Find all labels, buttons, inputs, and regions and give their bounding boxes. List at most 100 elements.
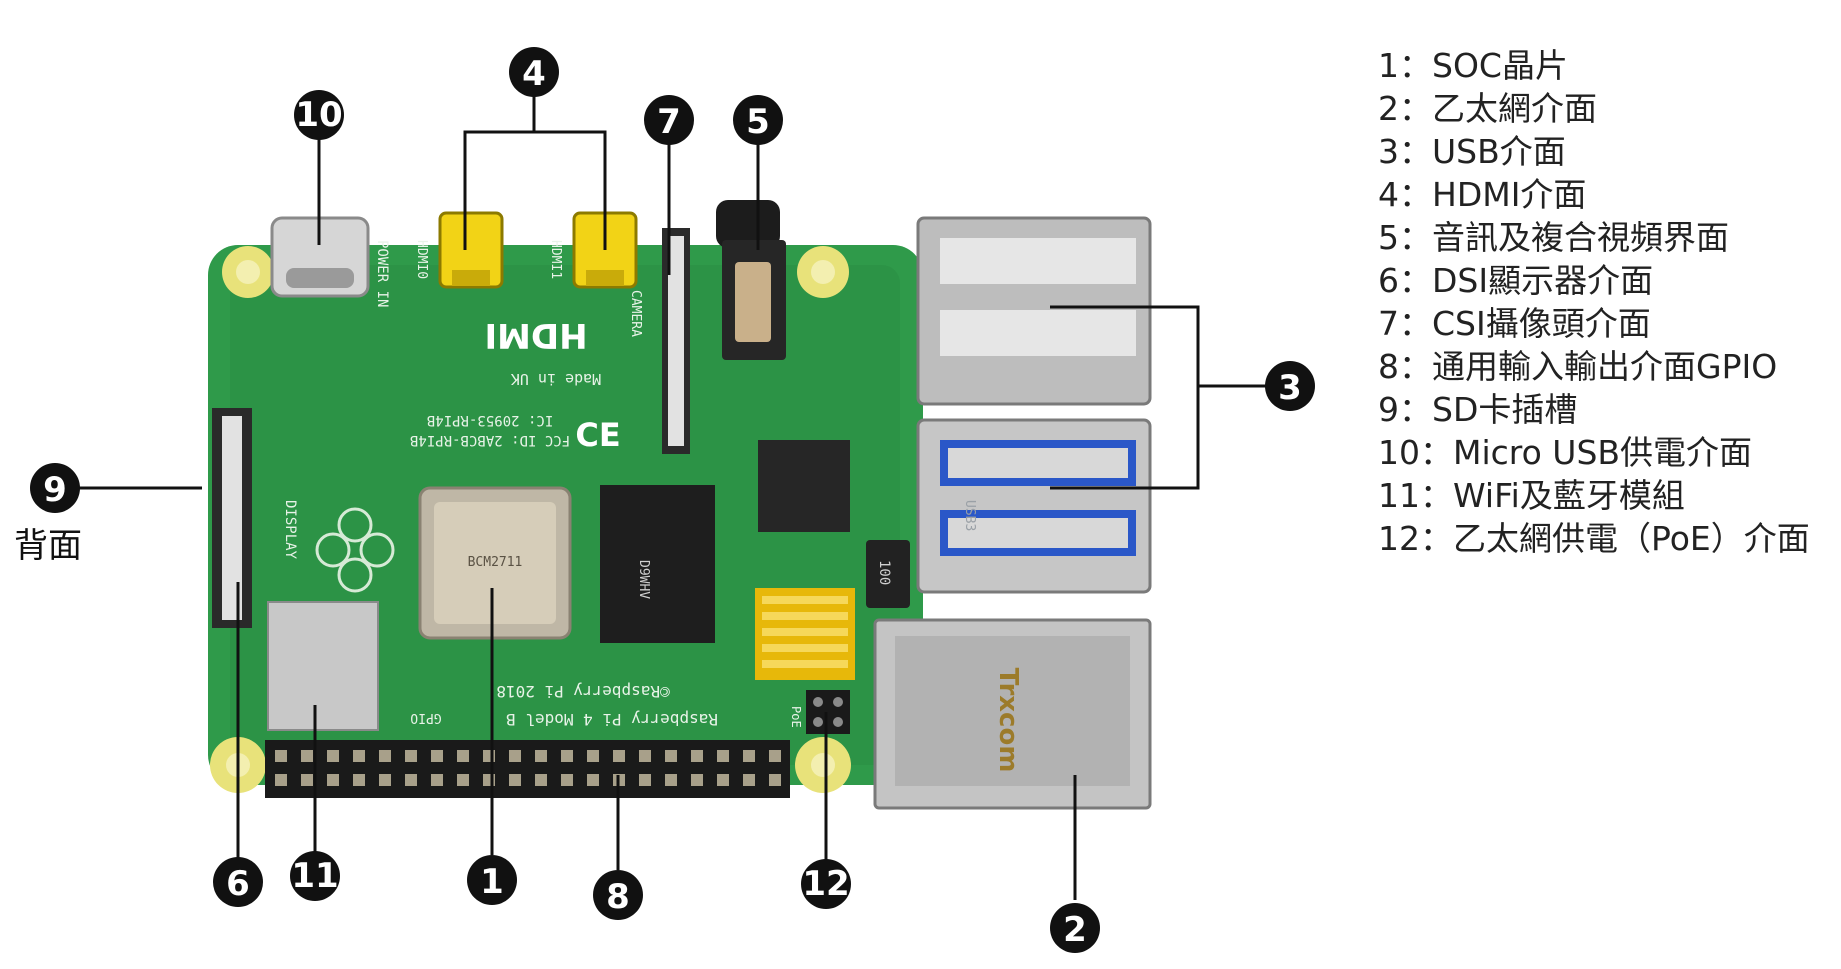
legend-number: 2 [1378,87,1399,130]
svg-text:11: 11 [291,856,338,896]
heatsink [755,588,855,680]
legend-separator: ： [1420,517,1453,560]
poe-header [806,690,850,734]
legend-number: 12 [1378,517,1420,560]
legend-text: Micro USB供電介面 [1453,431,1833,474]
legend-separator: ： [1399,345,1432,388]
legend-separator: ： [1399,130,1432,173]
hdmi1-marking: HDMI1 [548,240,563,279]
legend-separator: ： [1399,44,1432,87]
gpio-pin [665,750,677,762]
gpio-pin [561,774,573,786]
made-in-marking: Made in UK [511,370,601,388]
ram-chip [600,485,715,643]
callout-12: 12 [801,859,851,909]
svg-text:12: 12 [802,864,849,904]
legend-number: 3 [1378,130,1399,173]
gpio-pin [379,750,391,762]
gpio-pin [353,774,365,786]
legend-item: 12：乙太網供電（PoE）介面 [1378,517,1833,560]
legend-text: DSI顯示器介面 [1432,259,1833,302]
legend-separator: ： [1420,431,1453,474]
gpio-pin [405,750,417,762]
gpio-pin [665,774,677,786]
gpio-pin [691,774,703,786]
legend-number: 7 [1378,302,1399,345]
gpio-pin [457,774,469,786]
legend-text: SD卡插槽 [1432,388,1833,431]
gpio-pin [327,750,339,762]
micro-hdmi-port-0 [440,213,502,287]
legend-separator: ： [1399,87,1432,130]
svg-text:7: 7 [657,102,681,142]
legend-number: 11 [1378,474,1420,517]
copyright-marking: ©Raspberry Pi 2018 [496,682,669,701]
legend-separator: ： [1399,388,1432,431]
gpio-pin [587,774,599,786]
gpio-pin [301,774,313,786]
dsi-connector [212,408,252,628]
gpio-pin [769,750,781,762]
legend-text: WiFi及藍牙模組 [1453,474,1833,517]
gpio-pin [509,774,521,786]
svg-text:8: 8 [606,877,630,917]
legend-text: SOC晶片 [1432,44,1833,87]
poe-marking: PoE [789,706,803,728]
legend-item: 10：Micro USB供電介面 [1378,431,1833,474]
power-in-marking: POWER IN [374,240,390,307]
csi-camera-connector [662,228,690,454]
svg-text:2: 2 [1063,910,1087,950]
gpio-pin [431,774,443,786]
gpio-pin [561,750,573,762]
usb-controller-chip [758,440,850,532]
legend-number: 4 [1378,173,1399,216]
legend-number: 5 [1378,216,1399,259]
legend-separator: ： [1399,173,1432,216]
svg-text:5: 5 [746,102,770,142]
legend-item: 9：SD卡插槽 [1378,388,1833,431]
legend-item: 6：DSI顯示器介面 [1378,259,1833,302]
legend-item: 11：WiFi及藍牙模組 [1378,474,1833,517]
soc-label-marking: BCM2711 [468,555,523,570]
audio-jack [716,200,786,360]
gpio-pin [301,750,313,762]
legend-item: 8：通用輸入輸出介面GPIO [1378,345,1833,388]
gpio-pin [639,750,651,762]
callout-1: 1 [467,855,517,905]
legend-separator: ： [1399,302,1432,345]
gpio-pin [613,750,625,762]
wifi-module [268,602,378,730]
legend-number: 9 [1378,388,1399,431]
ram-label-marking: D9WHV [636,560,651,599]
gpio-pin [457,750,469,762]
callout-11: 11 [290,851,340,901]
ce-marking: CE [575,416,620,454]
gpio-pin [327,774,339,786]
callout-3: 3 [1265,361,1315,411]
gpio-pin [743,750,755,762]
legend-item: 7：CSI攝像頭介面 [1378,302,1833,345]
display-marking: DISPLAY [282,500,298,560]
gpio-pin [431,750,443,762]
legend-text: CSI攝像頭介面 [1432,302,1833,345]
gpio-pin [275,774,287,786]
gpio-pin [509,750,521,762]
callout-4: 4 [509,47,559,97]
gpio-pin [639,774,651,786]
inductor-marking: 100 [876,560,892,585]
usb3-marking: USB3 [962,500,977,531]
legend-item: 1：SOC晶片 [1378,44,1833,87]
svg-text:6: 6 [226,864,250,904]
legend-text: 乙太網供電（PoE）介面 [1453,517,1833,560]
gpio-pin [405,774,417,786]
gpio-pin [587,750,599,762]
legend-separator: ： [1420,474,1453,517]
gpio-marking: GPIO [410,710,441,725]
model-marking: Raspberry Pi 4 Model B [506,710,718,729]
legend-text: 通用輸入輸出介面GPIO [1432,345,1833,388]
svg-text:9: 9 [43,470,67,510]
legend-number: 8 [1378,345,1399,388]
svg-text:10: 10 [295,95,342,135]
back-side-label: 背面 [14,518,82,567]
gpio-header [265,740,790,798]
